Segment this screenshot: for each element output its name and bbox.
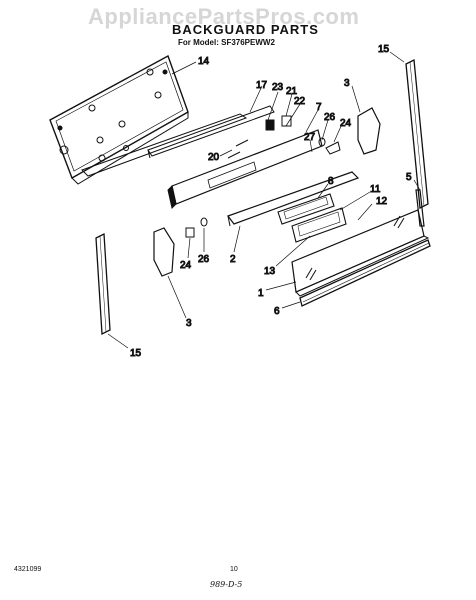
callout-26-lower: 26 (198, 254, 210, 265)
callout-back-panel: 14 (198, 56, 210, 67)
callout-end-cap-right: 3 (344, 78, 350, 89)
callout-upper-brace: 17 (256, 80, 268, 91)
page-number: 10 (230, 566, 238, 573)
callout-front-trim-bar: 7 (316, 102, 322, 113)
callout-24-upper: 24 (340, 118, 352, 129)
page-title: BACKGUARD PARTS (172, 22, 319, 37)
callout-26-upper: 26 (324, 112, 336, 123)
callout-lens: 11 (370, 184, 381, 195)
callout-24-lower: 24 (180, 260, 192, 271)
callout-23: 23 (272, 82, 284, 93)
callout-end-strip: 5 (406, 172, 412, 183)
callout-side-panel-left: 15 (130, 348, 142, 359)
lens (291, 207, 347, 243)
watermark: AppliancePartsPros.com (88, 4, 360, 29)
side-panel-right (405, 58, 429, 210)
callout-27: 27 (304, 132, 316, 143)
callout-20: 20 (208, 152, 220, 163)
callout-frame: 8 (328, 176, 334, 187)
bottom-trim (299, 239, 431, 307)
end-cap-right (357, 107, 381, 155)
clip (265, 119, 275, 131)
callout-13: 13 (264, 266, 276, 277)
clip (281, 115, 292, 127)
side-panel-left (95, 232, 111, 336)
callout-end-cap-left: 3 (186, 318, 192, 329)
model-label: For Model: SF376PEWW2 (178, 38, 275, 47)
callout-12: 12 (376, 196, 388, 207)
lower-rail (227, 171, 360, 225)
spacer (318, 137, 326, 147)
callout-22: 22 (294, 96, 306, 107)
bracket (185, 227, 195, 238)
handwritten-note: 989-D-5 (210, 580, 243, 589)
bracket (325, 141, 341, 155)
doc-number: 4321099 (14, 566, 42, 573)
callout-21: 21 (286, 86, 298, 97)
callout-lower-rail: 2 (230, 254, 236, 265)
spacer (200, 217, 208, 227)
callout-side-panel-right: 15 (378, 44, 390, 55)
upper-brace (147, 105, 275, 157)
frame (277, 193, 335, 225)
end-cap-left (153, 227, 175, 277)
callout-glass-panel: 1 (258, 288, 264, 299)
back-panel (49, 54, 248, 185)
callout-bottom-trim: 6 (274, 306, 280, 317)
